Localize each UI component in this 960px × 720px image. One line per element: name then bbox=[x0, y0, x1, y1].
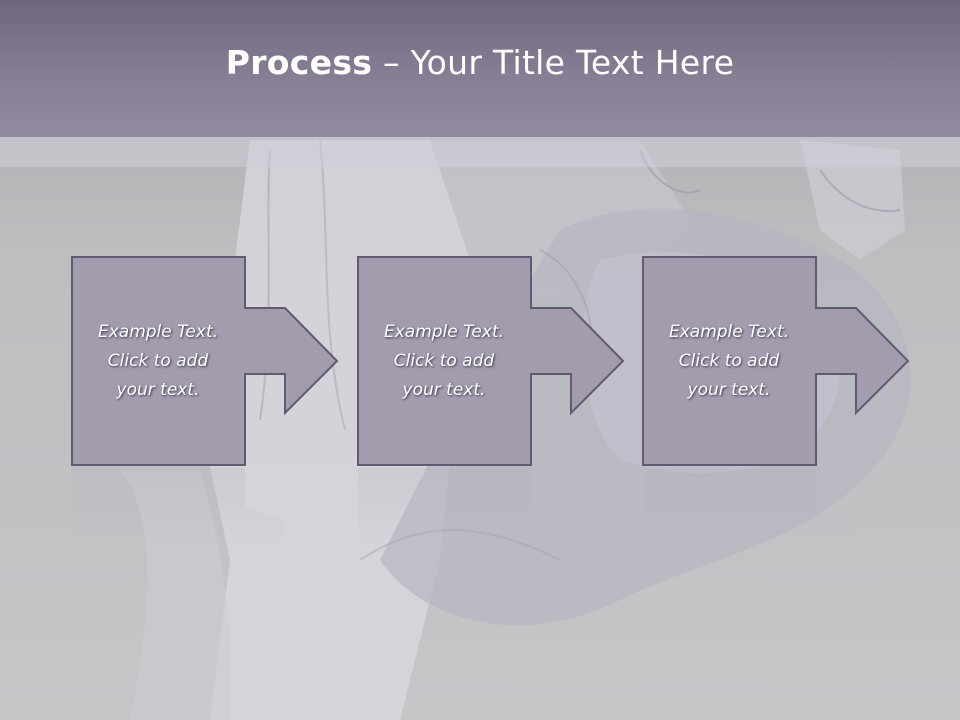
step-3-reflection bbox=[643, 468, 856, 548]
process-step-2[interactable]: Example Text. Click to add your text. bbox=[357, 256, 627, 468]
process-step-3[interactable]: Example Text. Click to add your text. bbox=[642, 256, 912, 468]
title-divider-strip bbox=[0, 137, 960, 167]
step-3-arrow-shape bbox=[642, 256, 910, 466]
step-3-text[interactable]: Example Text. Click to add your text. bbox=[668, 321, 790, 400]
title-rest: – Your Title Text Here bbox=[372, 43, 735, 82]
title-bar: Process – Your Title Text Here bbox=[0, 0, 960, 137]
step-2-reflection bbox=[358, 468, 571, 548]
process-step-1[interactable]: Example Text. Click to add your text. bbox=[71, 256, 341, 468]
slide-title[interactable]: Process – Your Title Text Here bbox=[226, 43, 735, 82]
step-1-reflection bbox=[72, 468, 285, 548]
step-2-text[interactable]: Example Text. Click to add your text. bbox=[383, 321, 505, 400]
step-2-arrow-shape bbox=[357, 256, 625, 466]
step-1-text[interactable]: Example Text. Click to add your text. bbox=[97, 321, 219, 400]
title-bold: Process bbox=[225, 43, 373, 82]
step-1-arrow-shape bbox=[71, 256, 339, 466]
